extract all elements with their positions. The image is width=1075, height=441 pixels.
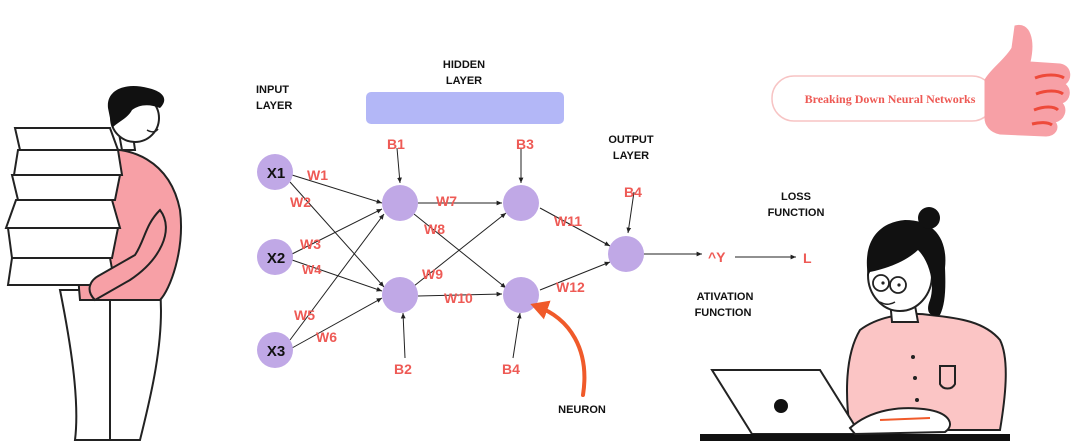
- bias-label-b2: B2: [394, 361, 412, 377]
- weight-label-w2: W2: [290, 194, 311, 210]
- input-layer-title-line1: INPUT: [256, 84, 289, 96]
- weight-labels: W1 W2 W3 W4 W5 W6 W7 W8 W9 W10 W11 W12: [290, 167, 585, 345]
- loss-function-title-line2: FUNCTION: [768, 207, 825, 219]
- bias-label-b4-output: B4: [624, 184, 642, 200]
- weight-label-w4: W4: [302, 262, 322, 277]
- bias-label-b3: B3: [516, 136, 534, 152]
- loss-function-title-line1: LOSS: [781, 191, 811, 203]
- hidden-layer-bar: [366, 92, 564, 124]
- input-label-x2: X2: [267, 250, 285, 267]
- weight-label-w1: W1: [307, 167, 328, 183]
- neuron-label: NEURON: [558, 404, 606, 416]
- weight-label-w7: W7: [436, 193, 457, 209]
- weight-label-w11: W11: [554, 213, 582, 229]
- weight-label-w10: W10: [444, 290, 473, 306]
- nodes: [257, 154, 644, 368]
- output-node: [608, 236, 644, 272]
- hidden-layer-title-line1: HIDDEN: [443, 59, 485, 71]
- y-hat-label: ^Y: [708, 249, 726, 265]
- neuron-pointer-arrow: [530, 300, 587, 397]
- title-badge: Breaking Down Neural Networks: [771, 24, 1071, 137]
- weight-label-w9: W9: [422, 266, 443, 282]
- hidden-node-1: [382, 185, 418, 221]
- activation-function-title-line2: FUNCTION: [695, 307, 752, 319]
- output-layer-title-line1: OUTPUT: [608, 134, 654, 146]
- input-node-x2: [257, 239, 293, 275]
- input-node-x1: [257, 154, 293, 190]
- hidden-node-3: [503, 185, 539, 221]
- man-carrying-papers-illustration: [4, 86, 182, 441]
- hidden-node-2: [382, 277, 418, 313]
- loss-label: L: [803, 250, 812, 266]
- input-label-x3: X3: [267, 343, 285, 360]
- bias-label-b1: B1: [387, 136, 405, 152]
- bias-label-b4-hidden: B4: [502, 361, 520, 377]
- weight-label-w12: W12: [556, 279, 585, 295]
- input-layer-title-line2: LAYER: [256, 100, 292, 112]
- weight-label-w5: W5: [294, 307, 315, 323]
- input-label-x1: X1: [267, 165, 285, 182]
- connections: [289, 147, 796, 359]
- badge-title: Breaking Down Neural Networks: [805, 92, 976, 106]
- input-node-x3: [257, 332, 293, 368]
- hidden-layer-title-line2: LAYER: [446, 75, 482, 87]
- weight-label-w6: W6: [316, 329, 337, 345]
- weight-label-w8: W8: [424, 221, 445, 237]
- weight-label-w3: W3: [300, 236, 321, 252]
- woman-with-laptop-illustration: [700, 207, 1010, 441]
- bias-labels: B1 B3 B2 B4 B4: [387, 136, 642, 377]
- section-titles: INPUT LAYER HIDDEN LAYER OUTPUT LAYER LO…: [256, 59, 824, 416]
- activation-function-title-line1: ATIVATION: [697, 291, 754, 303]
- output-layer-title-line2: LAYER: [613, 150, 649, 162]
- hidden-node-4: [503, 277, 539, 313]
- thumbs-up-icon: [984, 24, 1071, 137]
